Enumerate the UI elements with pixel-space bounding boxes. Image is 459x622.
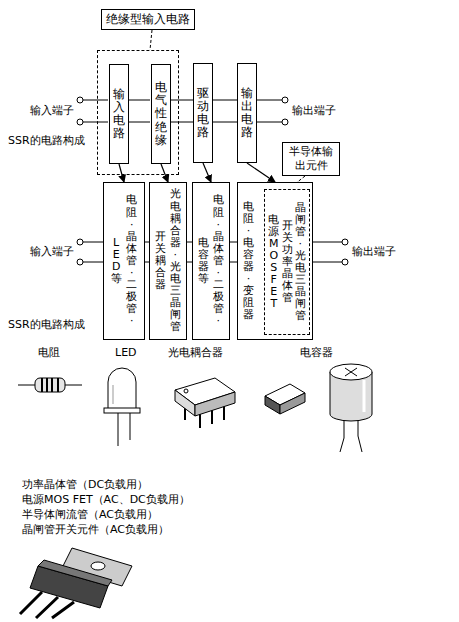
terminal	[282, 97, 288, 103]
note-text: 功率晶体管（DC负载用）	[22, 478, 148, 491]
terminal	[77, 239, 83, 245]
flow-arrow	[161, 164, 168, 182]
terminal-label: 输入端子	[30, 245, 74, 258]
terminal	[282, 119, 288, 125]
capacitor-top	[330, 364, 372, 380]
note-text: 半导体闸流管（AC负载用）	[22, 508, 158, 521]
note-text: 电源MOS FET（AC、DC负载用）	[22, 493, 190, 506]
terminal-label: 输出端子	[292, 104, 336, 117]
vertical-text: 开关耦合器	[155, 231, 166, 291]
vertical-text: 电气性绝缘	[155, 81, 167, 147]
component-block: 光电耦合器·光电三晶闸管开关耦合器	[149, 182, 187, 340]
isolation-group: 绝缘型输入电路输入电路电气性绝缘	[97, 50, 179, 175]
vertical-text: LED等	[111, 237, 122, 285]
optocoupler-dot	[184, 389, 188, 393]
terminal-label: SSR的电路构成	[8, 318, 85, 331]
circuit-block: 电气性绝缘	[151, 64, 171, 164]
vertical-text: 光电耦合器·光电三晶闸管	[170, 188, 181, 333]
vertical-text: 电阻·晶体管·二极管·	[213, 194, 224, 327]
resistor-bands	[42, 378, 58, 392]
callout-label: 半导体输出元件	[282, 142, 340, 176]
component-block: 电阻·晶体管·二极管· LED等	[103, 182, 145, 340]
chip-side	[280, 393, 305, 414]
circuit-block: 驱动电路	[193, 63, 213, 163]
part-name: LED	[115, 346, 137, 359]
circuit-block: 输出电路	[237, 63, 257, 163]
terminal	[77, 119, 83, 125]
vertical-text: 驱动电路	[197, 87, 209, 140]
callout-label: 绝缘型输入电路	[101, 9, 195, 30]
leader-line	[150, 30, 152, 50]
optocoupler-symbol	[175, 378, 235, 428]
electrolytic-capacitor-symbol	[330, 364, 372, 452]
terminal-label: SSR的电路构成	[8, 134, 85, 147]
device-hole	[91, 562, 105, 570]
terminal	[77, 259, 83, 265]
terminal	[77, 97, 83, 103]
flow-arrow	[247, 163, 275, 182]
circuit-block: 输入电路	[109, 64, 129, 164]
terminal	[342, 259, 348, 265]
capacitor-vent	[345, 368, 357, 376]
terminal-label: 输入端子	[30, 104, 74, 117]
vertical-text: 输入电路	[113, 88, 125, 141]
flow-arrow	[203, 163, 211, 182]
part-name: 光电耦合器	[168, 346, 223, 359]
resistor-symbol	[18, 378, 82, 392]
led-dome	[108, 368, 136, 410]
led-rim	[104, 408, 140, 413]
vertical-text: 电阻·晶体管·二极管·	[126, 194, 137, 327]
flow-arrow	[119, 164, 124, 182]
note-text: 晶闸管开关元件（AC负载用）	[22, 523, 169, 536]
terminal	[342, 239, 348, 245]
optocoupler-front	[195, 392, 235, 416]
vertical-text: 晶闸管·光电三晶闸管	[295, 202, 306, 323]
vertical-text: 电源MOS FET	[268, 214, 279, 311]
device-body-top	[38, 560, 112, 586]
power-device-symbol	[20, 548, 132, 618]
component-block: 电阻·晶体管·二极管· 电容器等	[192, 182, 230, 340]
optocoupler-side	[175, 390, 195, 416]
vertical-text: 电阻·电容器·变阻器	[243, 201, 254, 322]
vertical-text: 开关功率晶体管	[282, 220, 293, 305]
vertical-text: 输出电路	[241, 87, 253, 140]
part-name: 电容器	[300, 346, 333, 359]
chip-capacitor-symbol	[265, 384, 305, 414]
part-name: 电阻	[38, 346, 60, 359]
capacitor-stripe	[363, 380, 366, 412]
resistor-body	[35, 378, 65, 392]
led-leads	[118, 412, 130, 446]
led-symbol	[104, 368, 140, 446]
vertical-text: 电容器等	[198, 237, 209, 285]
led-shine	[113, 385, 114, 404]
capacitor-leads	[340, 418, 362, 452]
chip-end	[265, 396, 280, 414]
terminal-label: 输出端子	[352, 245, 396, 258]
component-block: 电阻·电容器·变阻器半导体输出元件晶闸管·光电三晶闸管开关功率晶体管电源MOS …	[237, 182, 313, 340]
output-element-group: 半导体输出元件晶闸管·光电三晶闸管开关功率晶体管电源MOS FET	[264, 189, 310, 335]
